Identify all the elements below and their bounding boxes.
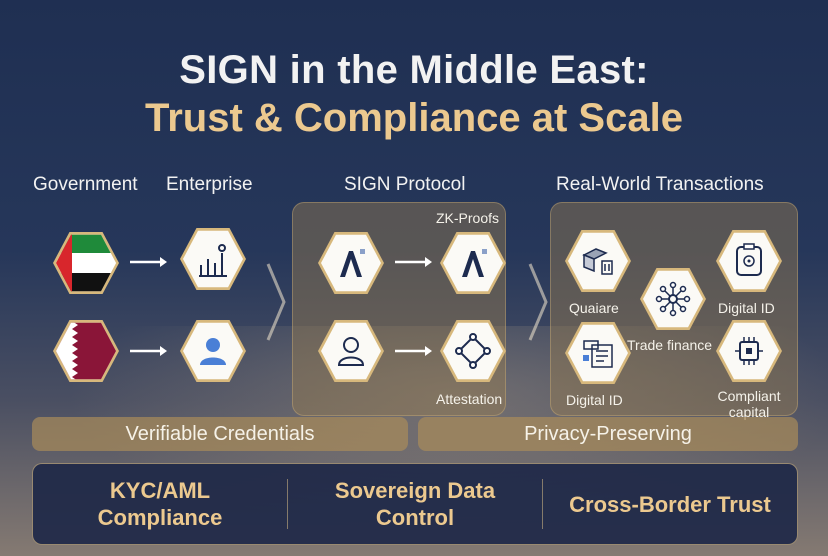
- benefit-sovereign-data-line-2: Control: [288, 504, 542, 531]
- column-real-world-transactions: Real-World Transactions: [556, 174, 764, 196]
- column-enterprise: Enterprise: [166, 174, 253, 196]
- benefit-kyc-aml-line-2: Compliance: [33, 504, 287, 531]
- chevron-right-icon: [264, 262, 286, 342]
- benefits-box: KYC/AML Compliance Sovereign Data Contro…: [32, 463, 798, 545]
- network-chart-icon-hex: [180, 226, 246, 292]
- qatar-flag: [56, 321, 116, 381]
- verifiable-credentials-band: Verifiable Credentials: [32, 417, 408, 451]
- person-outline-icon: [331, 331, 371, 371]
- digital-id-card-icon: [729, 241, 769, 281]
- compliant-capital-line-1: Compliant: [714, 388, 784, 404]
- arrow-right-icon: [128, 254, 168, 270]
- benefit-kyc-aml: KYC/AML Compliance: [33, 477, 287, 531]
- uae-flag-hex: [53, 230, 119, 296]
- column-sign-protocol: SIGN Protocol: [344, 174, 465, 196]
- hub-network-icon: [653, 279, 693, 319]
- benefit-sovereign-data: Sovereign Data Control: [288, 477, 542, 531]
- zk-proofs-label: ZK-Proofs: [436, 210, 499, 226]
- user-icon: [193, 331, 233, 371]
- column-government: Government: [33, 174, 138, 196]
- arrow-right-icon: [393, 343, 433, 359]
- privacy-preserving-band: Privacy-Preserving: [418, 417, 798, 451]
- network-chart-icon: [193, 239, 233, 279]
- arrow-right-icon: [393, 254, 433, 270]
- uae-flag: [56, 233, 116, 293]
- benefit-sovereign-data-line-1: Sovereign Data: [288, 477, 542, 504]
- document-form-icon: [578, 333, 618, 373]
- sign-logo-icon: [453, 243, 493, 283]
- box-icon: [578, 241, 618, 281]
- benefit-kyc-aml-line-1: KYC/AML: [33, 477, 287, 504]
- secure-chip-icon: [729, 331, 769, 371]
- trade-finance-label: Trade finance: [627, 337, 712, 353]
- arrow-right-icon: [128, 343, 168, 359]
- guarantee-label: Quaiare: [569, 300, 619, 316]
- network-nodes-icon: [453, 331, 493, 371]
- sign-logo-icon: [331, 243, 371, 283]
- digital-id-top-label: Digital ID: [718, 300, 775, 316]
- chevron-right-icon: [526, 262, 548, 342]
- digital-id-bottom-label: Digital ID: [566, 392, 623, 408]
- benefit-cross-border-trust: Cross-Border Trust: [543, 491, 797, 518]
- attestation-label: Attestation: [436, 391, 502, 407]
- title-line-1: SIGN in the Middle East:: [0, 48, 828, 93]
- title-line-2: Trust & Compliance at Scale: [0, 96, 828, 141]
- compliant-capital-label: Compliant capital: [714, 388, 784, 420]
